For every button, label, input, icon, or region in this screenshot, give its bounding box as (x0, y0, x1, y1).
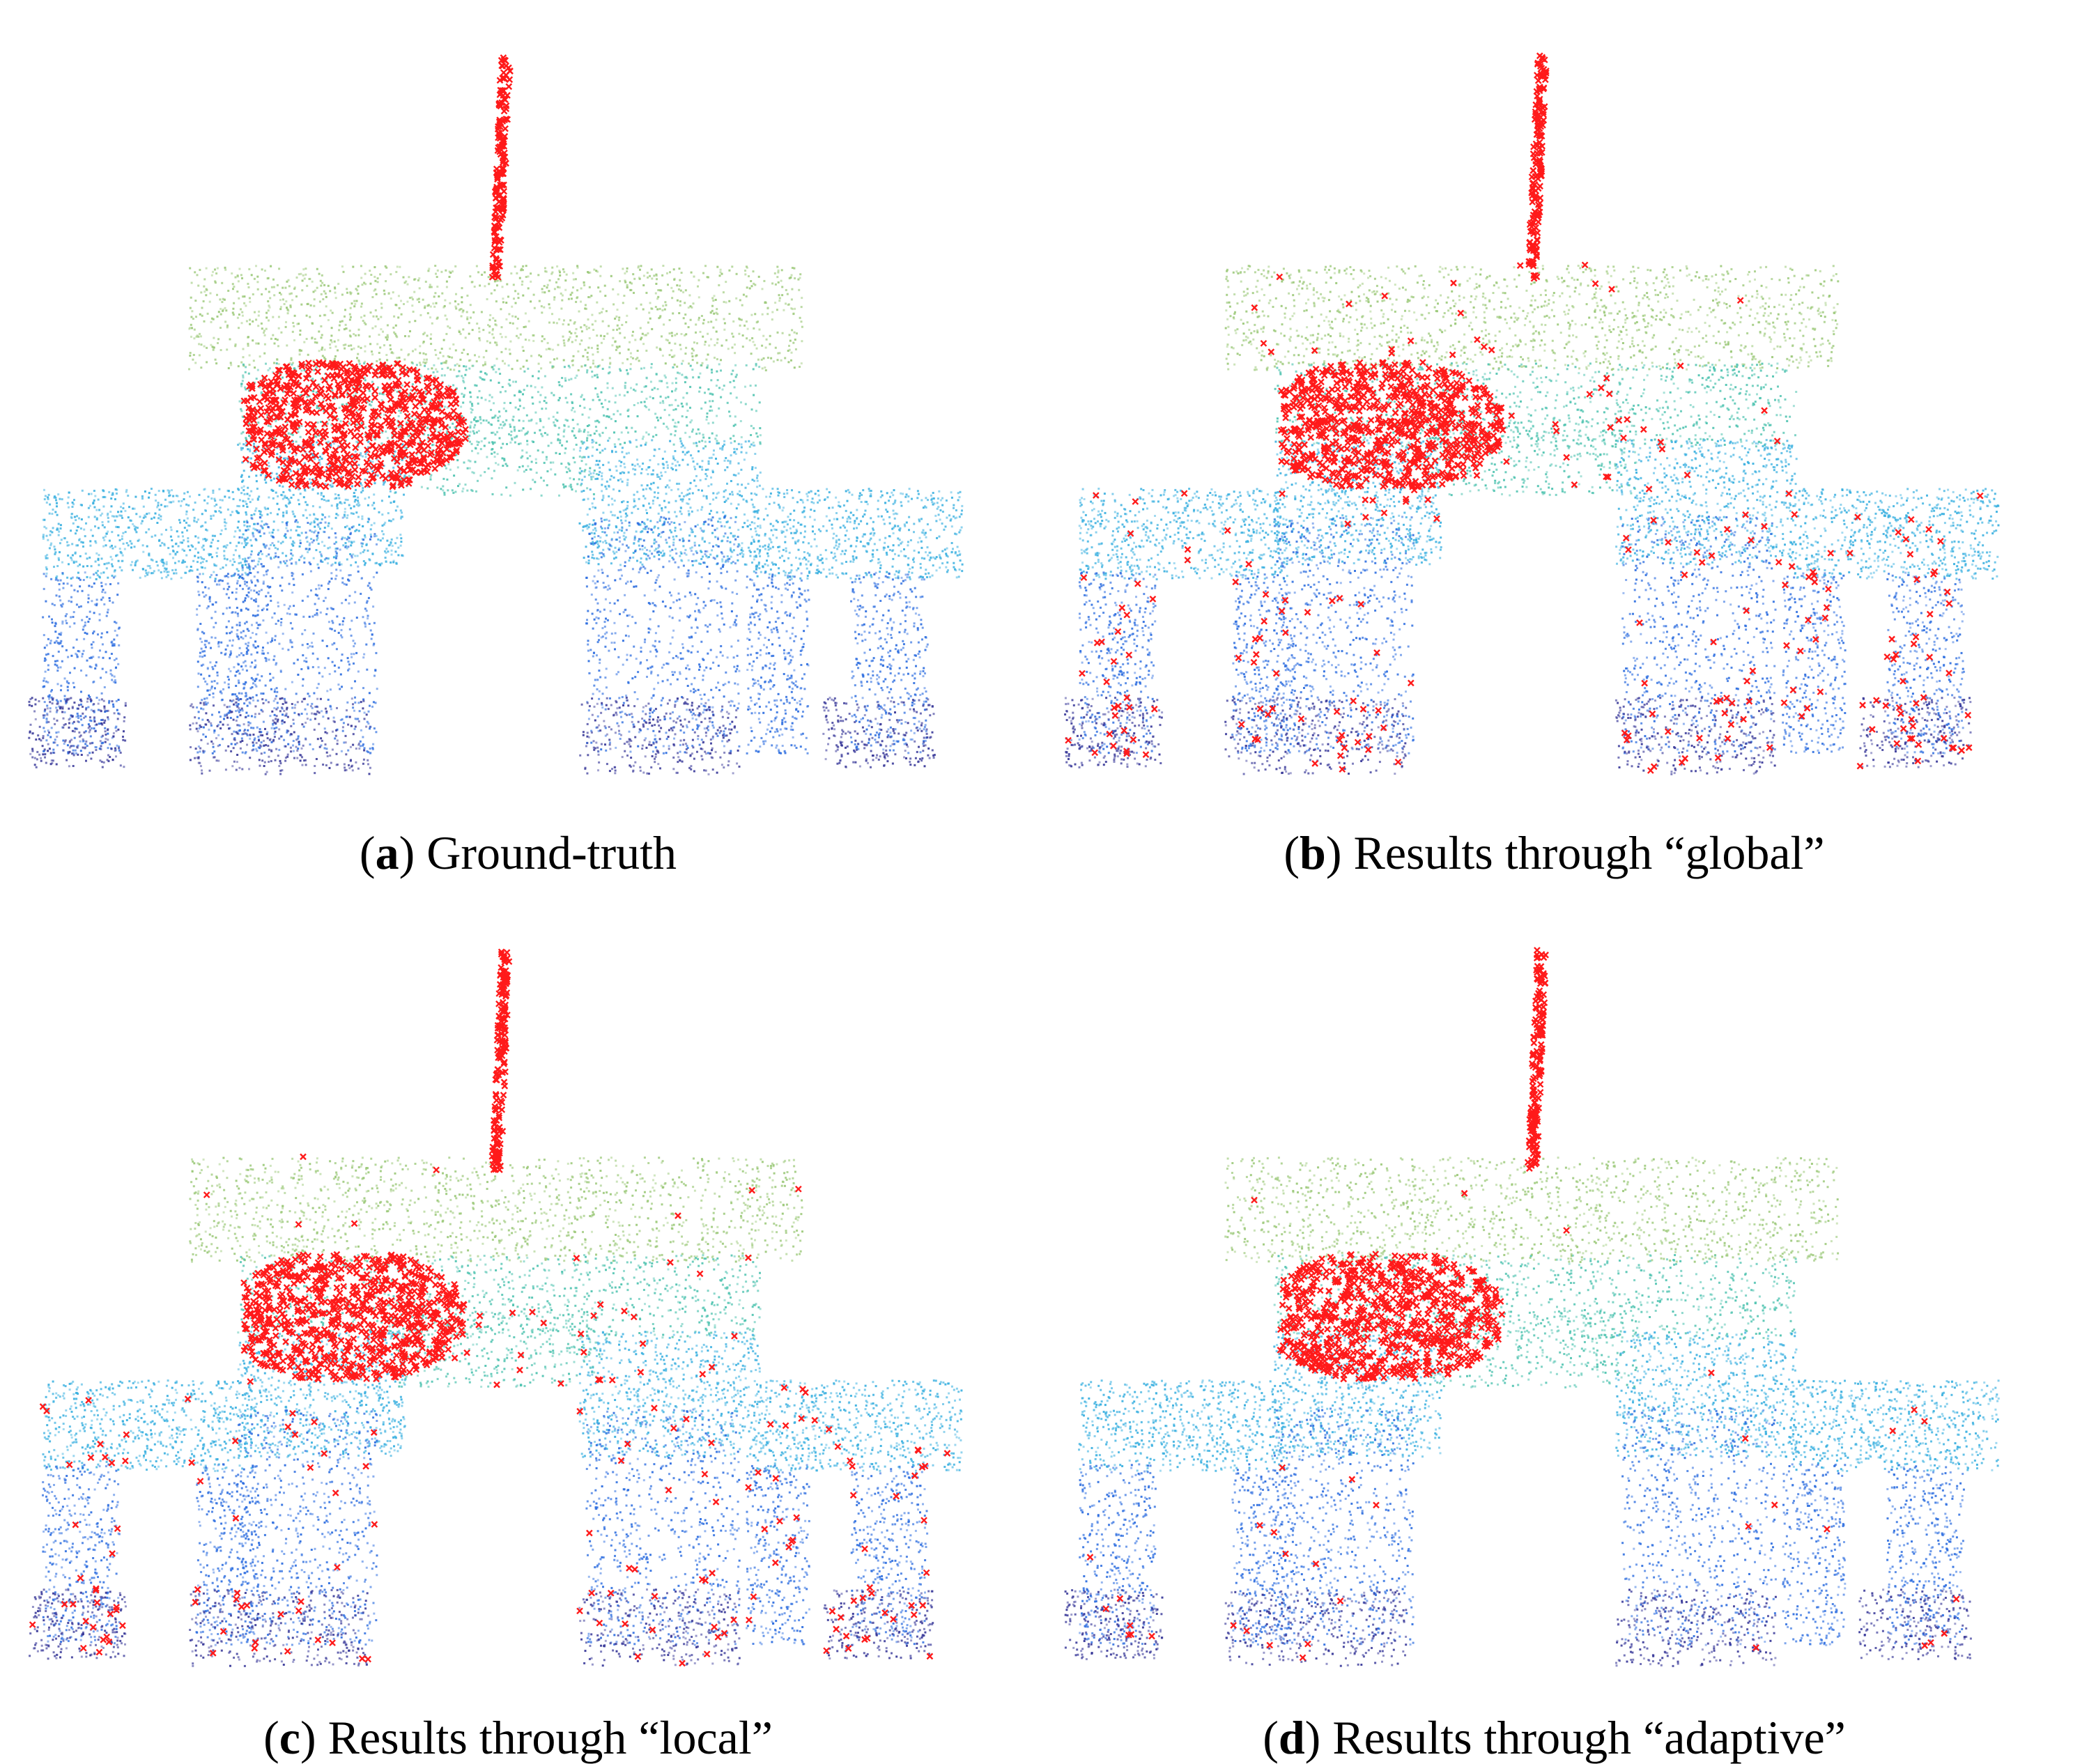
panel-letter: d (1279, 1711, 1305, 1764)
panel-letter: a (376, 826, 399, 879)
panel-caption: (c) Results through “local” (0, 1714, 1036, 1761)
highlight-points (29, 948, 951, 1667)
panel-label: Results through “local” (328, 1711, 773, 1764)
panel-caption: (a) Ground-truth (0, 829, 1036, 876)
point-cloud-plot (28, 54, 964, 775)
panel-caption: (b) Results through “global” (1036, 829, 2072, 876)
point-cloud-plot (29, 948, 963, 1667)
cloud-points (28, 265, 964, 775)
point-cloud-plot (1064, 52, 2000, 775)
panel-a: (a) Ground-truth (0, 0, 1036, 892)
panel-letter: b (1300, 826, 1326, 879)
highlight-points (240, 54, 514, 490)
cloud-points (1064, 265, 2000, 775)
panel-label: Ground-truth (426, 826, 677, 879)
panel-letter: c (279, 1711, 300, 1764)
cloud-points (29, 1156, 963, 1667)
panel-c: (c) Results through “local” (0, 892, 1036, 1761)
point-cloud-plot (1064, 947, 2000, 1667)
panel-label: Results through “global” (1354, 826, 1825, 879)
cloud-points (1064, 1156, 2000, 1667)
highlight-points (1086, 947, 1960, 1662)
panel-b: (b) Results through “global” (1036, 0, 2072, 892)
highlight-points (1065, 52, 1984, 774)
panel-label: Results through “adaptive” (1332, 1711, 1845, 1764)
panel-caption: (d) Results through “adaptive” (1036, 1714, 2072, 1761)
panel-d: (d) Results through “adaptive” (1036, 892, 2072, 1761)
